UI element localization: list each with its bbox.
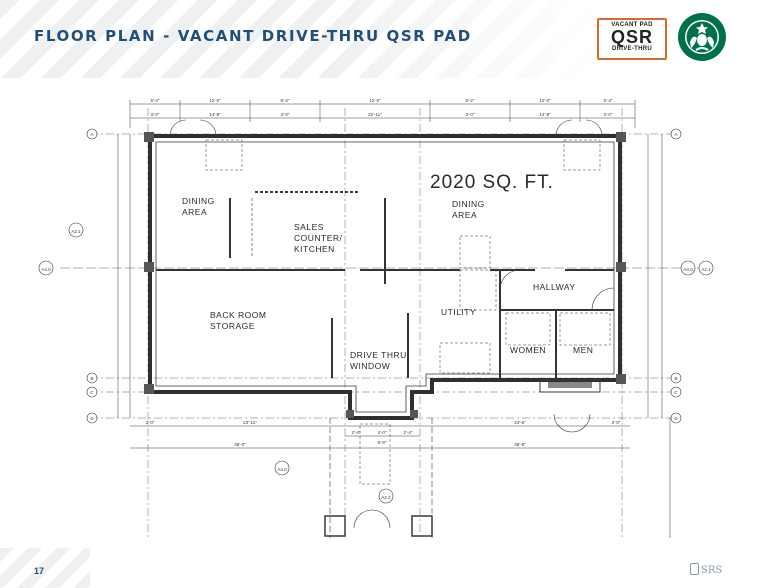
room-men: MEN bbox=[573, 345, 593, 355]
top-dim-2: 12'-0" bbox=[209, 98, 221, 103]
top-dim-inner-6: 14'-9" bbox=[539, 112, 551, 117]
room-sales-line2: COUNTER/ bbox=[294, 233, 343, 243]
room-drive-thru-line1: DRIVE THRU bbox=[350, 350, 407, 360]
srs-logo-text: SRS bbox=[701, 565, 723, 576]
room-backroom-line2: STORAGE bbox=[210, 321, 255, 331]
room-utility: UTILITY bbox=[441, 307, 476, 317]
bottom-dim-outer-1: 36'-0" bbox=[234, 442, 246, 447]
drive-dim-3: 2'-4" bbox=[404, 430, 413, 435]
top-dim-6: 12'-0" bbox=[539, 98, 551, 103]
grid-marker-right-b: B bbox=[674, 376, 677, 381]
room-dining-left-line2: AREA bbox=[182, 207, 207, 217]
floor-plan-drawing: A B C D A B C D A4.0 A2.1 A4.0 A2.1 A4.0… bbox=[38, 98, 714, 538]
room-hallway: HALLWAY bbox=[533, 282, 576, 292]
section-tag-bottom: A4.0 bbox=[277, 467, 287, 472]
page-title: FLOOR PLAN - VACANT DRIVE-THRU QSR PAD bbox=[34, 27, 472, 45]
top-dim-inner-1: 3'-0" bbox=[151, 112, 160, 117]
drive-dim-2: 4'-0" bbox=[378, 430, 387, 435]
starbucks-siren-logo-icon bbox=[678, 13, 726, 61]
section-tag-right: A4.0 bbox=[683, 267, 693, 272]
room-dining-right-line2: AREA bbox=[452, 210, 477, 220]
grid-marker-right-c: C bbox=[674, 390, 678, 395]
section-tag-left-upper: A2.1 bbox=[71, 229, 81, 234]
grid-marker-right-d: D bbox=[674, 416, 678, 421]
top-dim-3: 9'-4" bbox=[281, 98, 290, 103]
grid-marker-left-c: C bbox=[90, 390, 94, 395]
top-dim-inner-3: 3'-0" bbox=[281, 112, 290, 117]
top-dim-inner-2: 14'-9" bbox=[209, 112, 221, 117]
bottom-dim-3: 24'-6" bbox=[514, 420, 526, 425]
room-sales-line1: SALES bbox=[294, 222, 324, 232]
bottom-dim-outer-2: 36'-8" bbox=[514, 442, 526, 447]
drive-dim-4: 8'-8" bbox=[378, 440, 387, 445]
room-dining-right-line1: DINING bbox=[452, 199, 485, 209]
srs-logo-icon bbox=[690, 563, 699, 575]
bottom-dim-1: 3'-0" bbox=[146, 420, 155, 425]
grid-marker-left-a: A bbox=[90, 132, 93, 137]
footer-stripe-band bbox=[0, 548, 90, 588]
section-tag-drive: A2.2 bbox=[381, 495, 391, 500]
page-number: 17 bbox=[34, 566, 45, 576]
qsr-logo-bottom-text: DRIVE-THRU bbox=[612, 46, 652, 52]
section-tag-right-outer: A2.1 bbox=[701, 267, 711, 272]
drive-dim-1: 2'-4" bbox=[352, 430, 361, 435]
room-backroom-line1: BACK ROOM bbox=[210, 310, 266, 320]
top-dim-inner-4: 22'-11" bbox=[368, 112, 382, 117]
room-dining-left-line1: DINING bbox=[182, 196, 215, 206]
qsr-logo-main-text: QSR bbox=[610, 27, 653, 47]
qsr-logo-top-text: VACANT PAD bbox=[611, 22, 653, 28]
room-women: WOMEN bbox=[510, 345, 546, 355]
grid-marker-right-a: A bbox=[674, 132, 677, 137]
qsr-vacant-pad-logo: VACANT PAD QSR DRIVE-THRU bbox=[597, 18, 667, 60]
top-dim-inner-5: 3'-0" bbox=[466, 112, 475, 117]
room-sales-line3: KITCHEN bbox=[294, 244, 335, 254]
grid-marker-left-b: B bbox=[90, 376, 93, 381]
section-tag-left: A4.0 bbox=[41, 267, 51, 272]
top-dim-1: 5'-4" bbox=[151, 98, 160, 103]
top-dim-5: 9'-2" bbox=[466, 98, 475, 103]
bottom-dim-4: 3'-0" bbox=[612, 420, 621, 425]
top-dim-inner-7: 3'-0" bbox=[604, 112, 613, 117]
top-dim-7: 5'-4" bbox=[604, 98, 613, 103]
bottom-dim-2: 23'-11" bbox=[243, 420, 257, 425]
square-footage-label: 2020 SQ. FT. bbox=[430, 172, 554, 193]
room-drive-thru-line2: WINDOW bbox=[350, 361, 390, 371]
top-dim-4: 12'-0" bbox=[369, 98, 381, 103]
grid-marker-left-d: D bbox=[90, 416, 94, 421]
header-fade bbox=[0, 0, 600, 78]
srs-logo: SRS bbox=[690, 563, 722, 576]
